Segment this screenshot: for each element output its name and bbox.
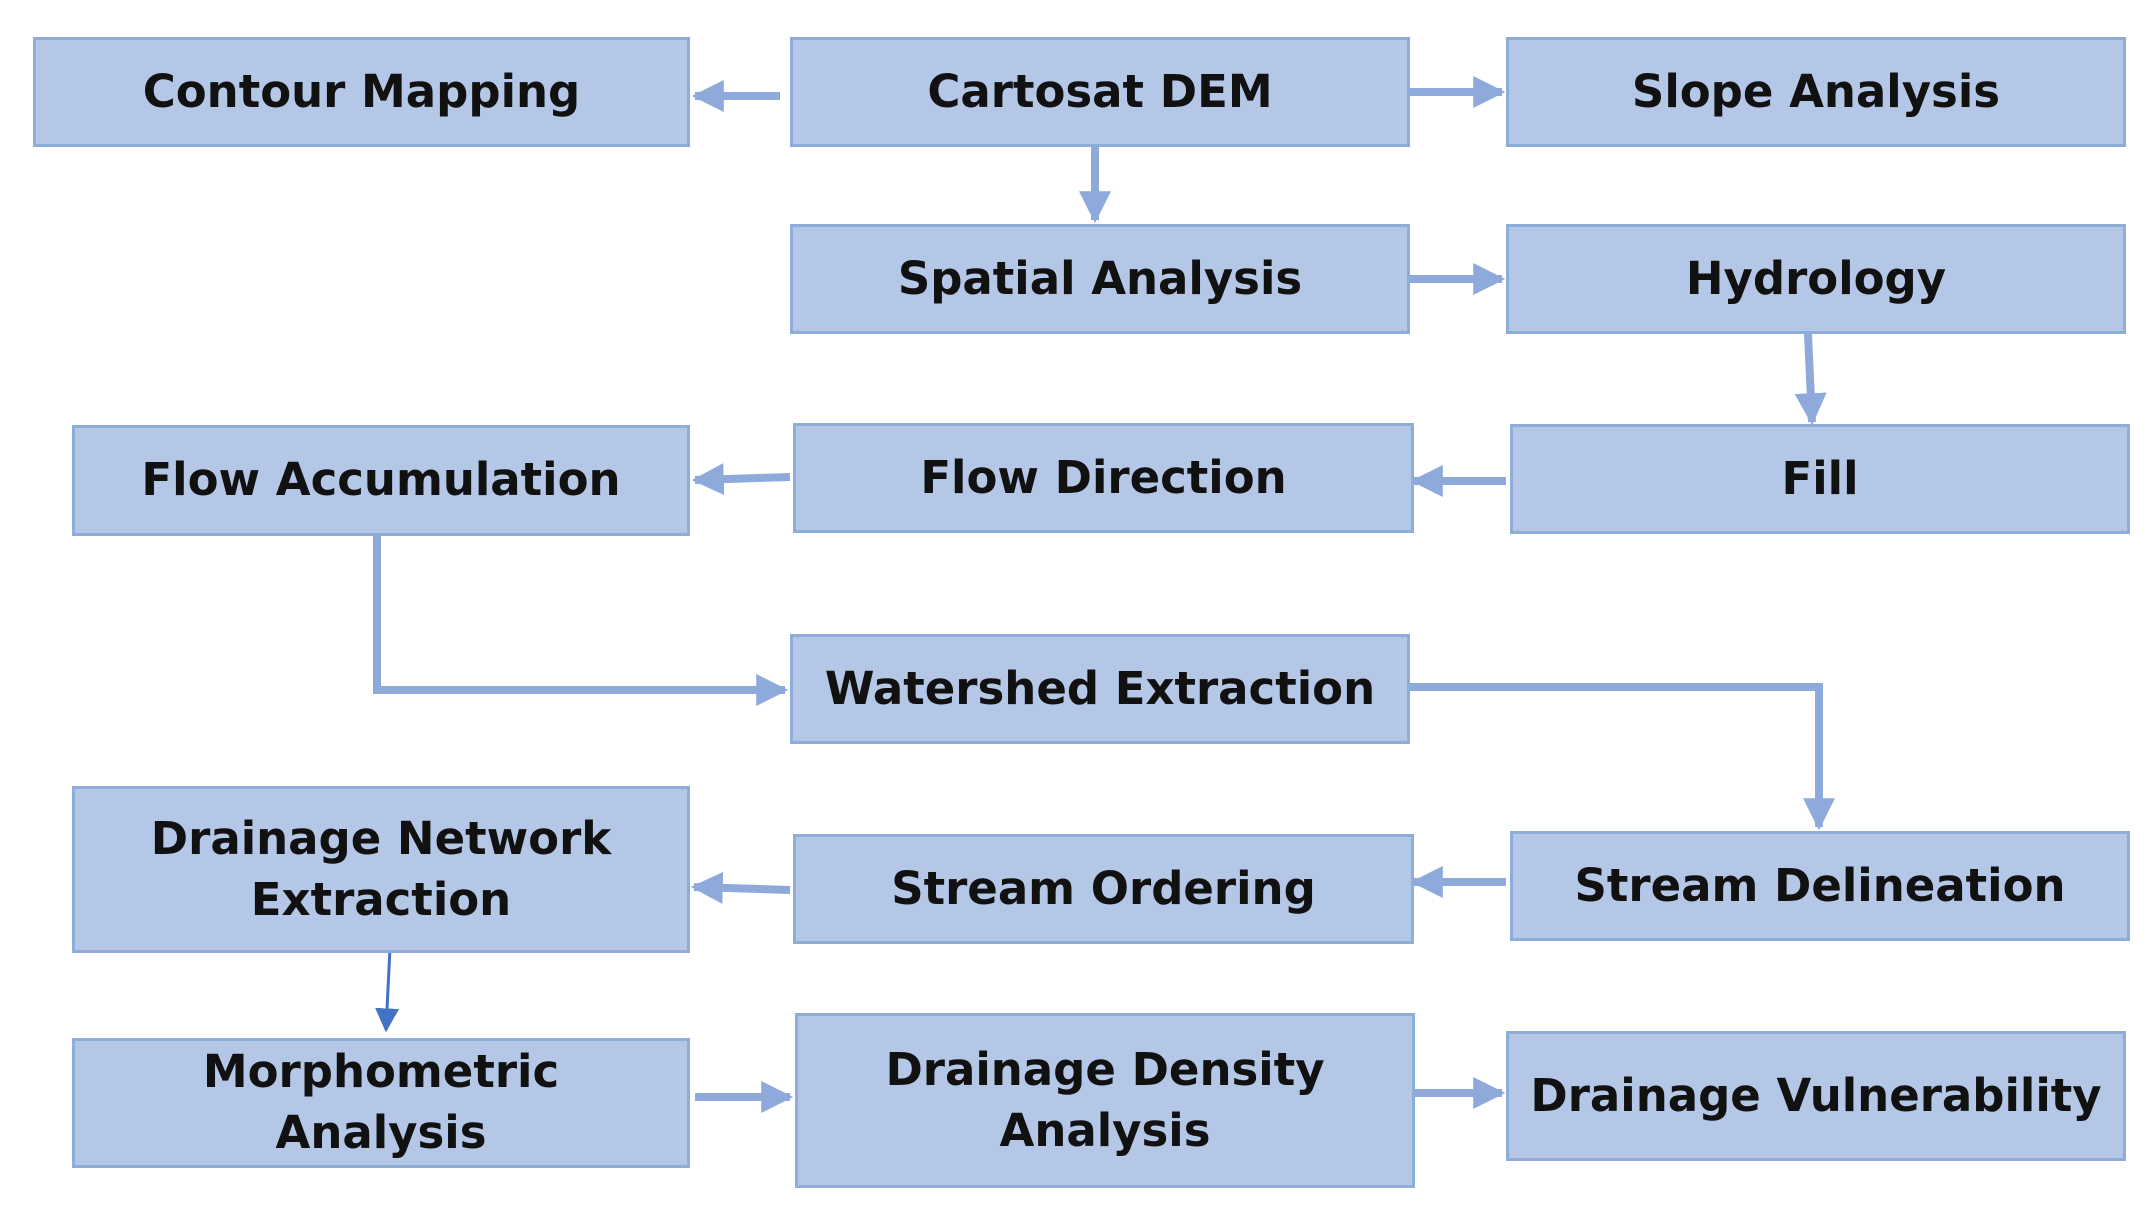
node-drainage-vulnerability: Drainage Vulnerability (1506, 1031, 2126, 1161)
node-flow-accumulation: Flow Accumulation (72, 425, 690, 536)
node-flow-direction: Flow Direction (793, 423, 1414, 533)
arrow-accumulation-to-watershed (373, 536, 789, 706)
arrow-network-to-morphometric (375, 947, 400, 1033)
node-cartosat-dem: Cartosat DEM (790, 37, 1410, 147)
node-stream-ordering: Stream Ordering (793, 834, 1414, 944)
node-hydrology: Hydrology (1506, 224, 2126, 334)
arrow-watershed-to-delineation (1408, 683, 1835, 831)
node-slope-analysis: Slope Analysis (1506, 37, 2126, 147)
node-stream-delineation: Stream Delineation (1510, 831, 2130, 941)
node-drainage-density-analysis: Drainage Density Analysis (795, 1013, 1415, 1188)
node-fill: Fill (1510, 424, 2130, 534)
node-morphometric-analysis: Morphometric Analysis (72, 1038, 690, 1168)
arrow-ordering-to-network (690, 871, 791, 904)
node-drainage-network-extraction: Drainage Network Extraction (72, 786, 690, 953)
arrow-flow-direction-to-accumulation (691, 463, 791, 496)
arrow-hydrology-to-fill (1794, 333, 1827, 426)
node-spatial-analysis: Spatial Analysis (790, 224, 1410, 334)
node-contour-mapping: Contour Mapping (33, 37, 690, 147)
node-watershed-extraction: Watershed Extraction (790, 634, 1410, 744)
